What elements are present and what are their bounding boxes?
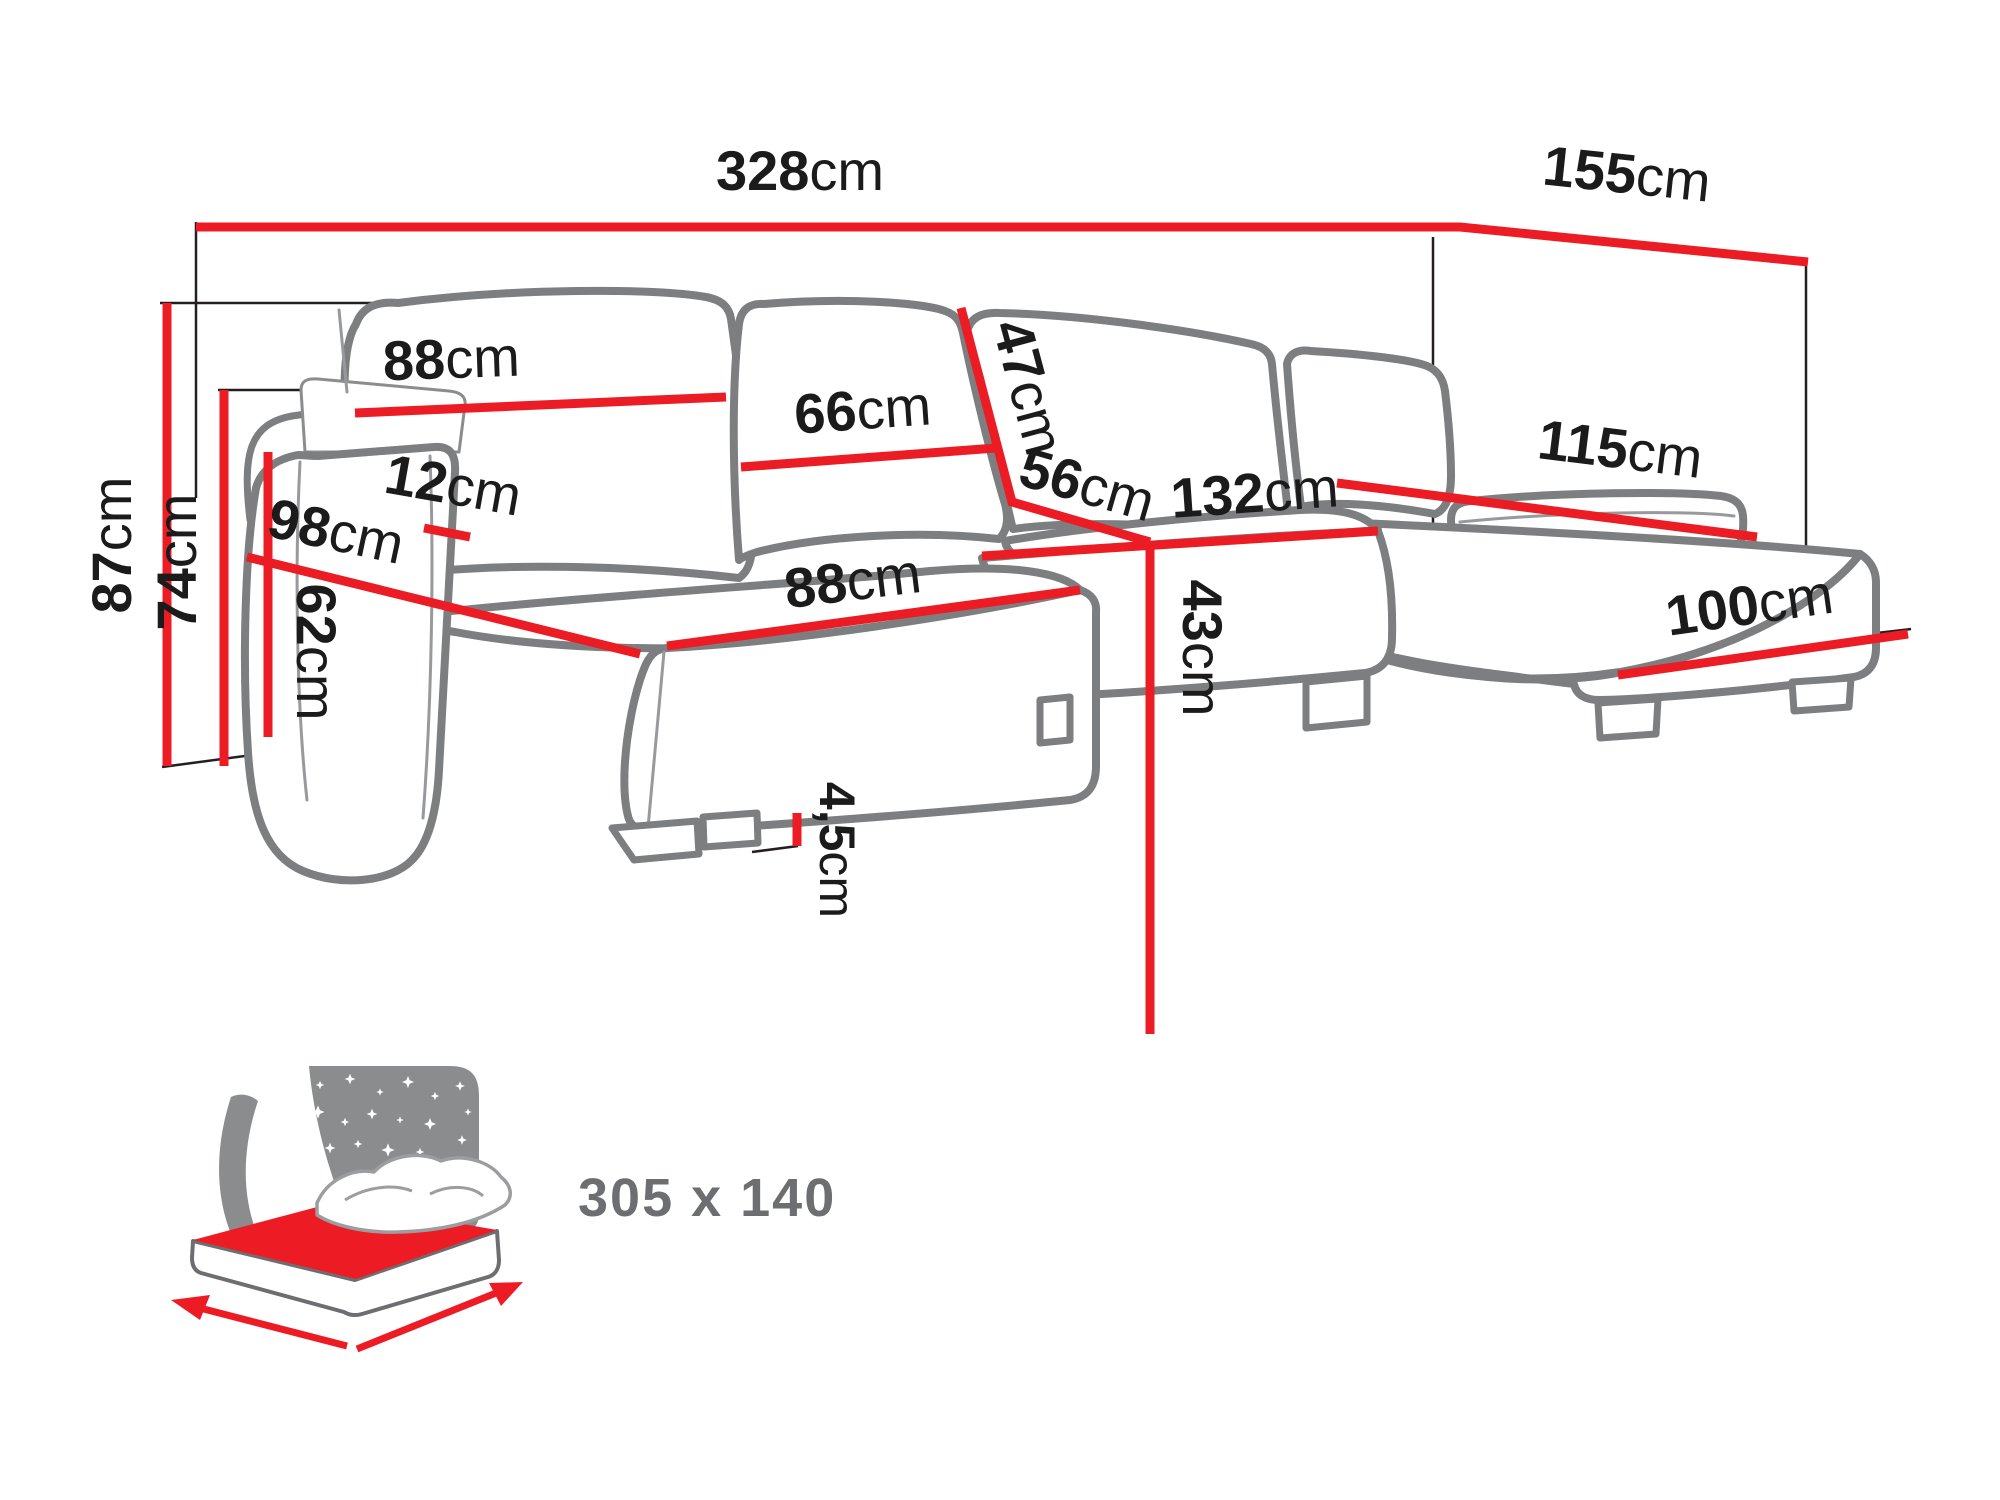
dim-line-left-chaise-length (245, 552, 642, 659)
tick-leg (751, 844, 799, 854)
armrest-left-seam-inner (421, 454, 434, 820)
right-chaise-front (1314, 550, 1880, 704)
label-back-cushion-height: 47cm (981, 313, 1077, 462)
dim-line-right-chaise-width (1617, 629, 1909, 680)
leg (1594, 695, 1662, 742)
label-right-chaise-length: 115cm (1535, 407, 1706, 490)
label-back-cushion-small: 66cm (792, 373, 933, 445)
label-seat-height: 43cm (1171, 580, 1234, 717)
mattress-side-icon (190, 1229, 501, 1318)
backrest-frame-left (243, 404, 352, 524)
label-right-chaise-width: 100cm (1662, 562, 1837, 648)
sleeping-area-icon: 305 x 140 (171, 1066, 836, 1353)
dim-line-back-cushion-small (740, 443, 997, 472)
label-left-seat-width: 88cm (781, 541, 925, 620)
dim-line-armrest-top-width (423, 523, 471, 542)
label-armrest-top-width: 12cm (380, 442, 526, 528)
armrest-left-seam-outer (295, 460, 309, 802)
label-total-width: 328cm (716, 139, 884, 202)
label-leg-height: 4,5cm (809, 782, 865, 918)
leg (1788, 674, 1855, 715)
duvet-icon (315, 1153, 512, 1234)
label-depth-right: 155cm (1540, 133, 1714, 213)
cushion-left-edge-seam (337, 308, 349, 394)
sofa-legs (608, 672, 1855, 864)
left-chaise-corner-seam (646, 650, 666, 830)
moon-crescent-icon (219, 1094, 259, 1244)
label-back-cushion-large: 88cm (382, 325, 521, 393)
label-total-height: 87cm (80, 477, 143, 614)
left-chaise-front (620, 586, 1101, 837)
sleeping-area-size-label: 305 x 140 (578, 1168, 836, 1228)
sofa-drawing (240, 286, 1880, 885)
armrest-right-seam (1458, 511, 1736, 524)
dim-line-back-cushion-large (354, 392, 727, 418)
dimension-labels: 328cm 155cm 87cm 74cm 62cm 98cm 12cm 88c… (80, 133, 1837, 918)
dim-line-right-chaise-length (1336, 478, 1758, 542)
dim-line-total-width-and-depth (196, 222, 1809, 267)
dim-line-middle-seat-width (981, 526, 1379, 561)
label-left-chaise-length: 98cm (263, 486, 410, 576)
leg (699, 809, 762, 851)
dimension-lines (162, 222, 1909, 1034)
leg (1036, 693, 1074, 747)
dim-line-cushion-height-seat-depth (956, 306, 1152, 547)
label-armrest-height: 62cm (285, 584, 348, 721)
label-backrest-height: 74cm (145, 494, 208, 631)
label-middle-seat-width: 132cm (1169, 455, 1341, 530)
leg (608, 817, 703, 864)
size-arrows-icon (171, 1282, 523, 1353)
leg (1302, 672, 1371, 732)
dim-line-left-seat-width (666, 585, 1081, 651)
